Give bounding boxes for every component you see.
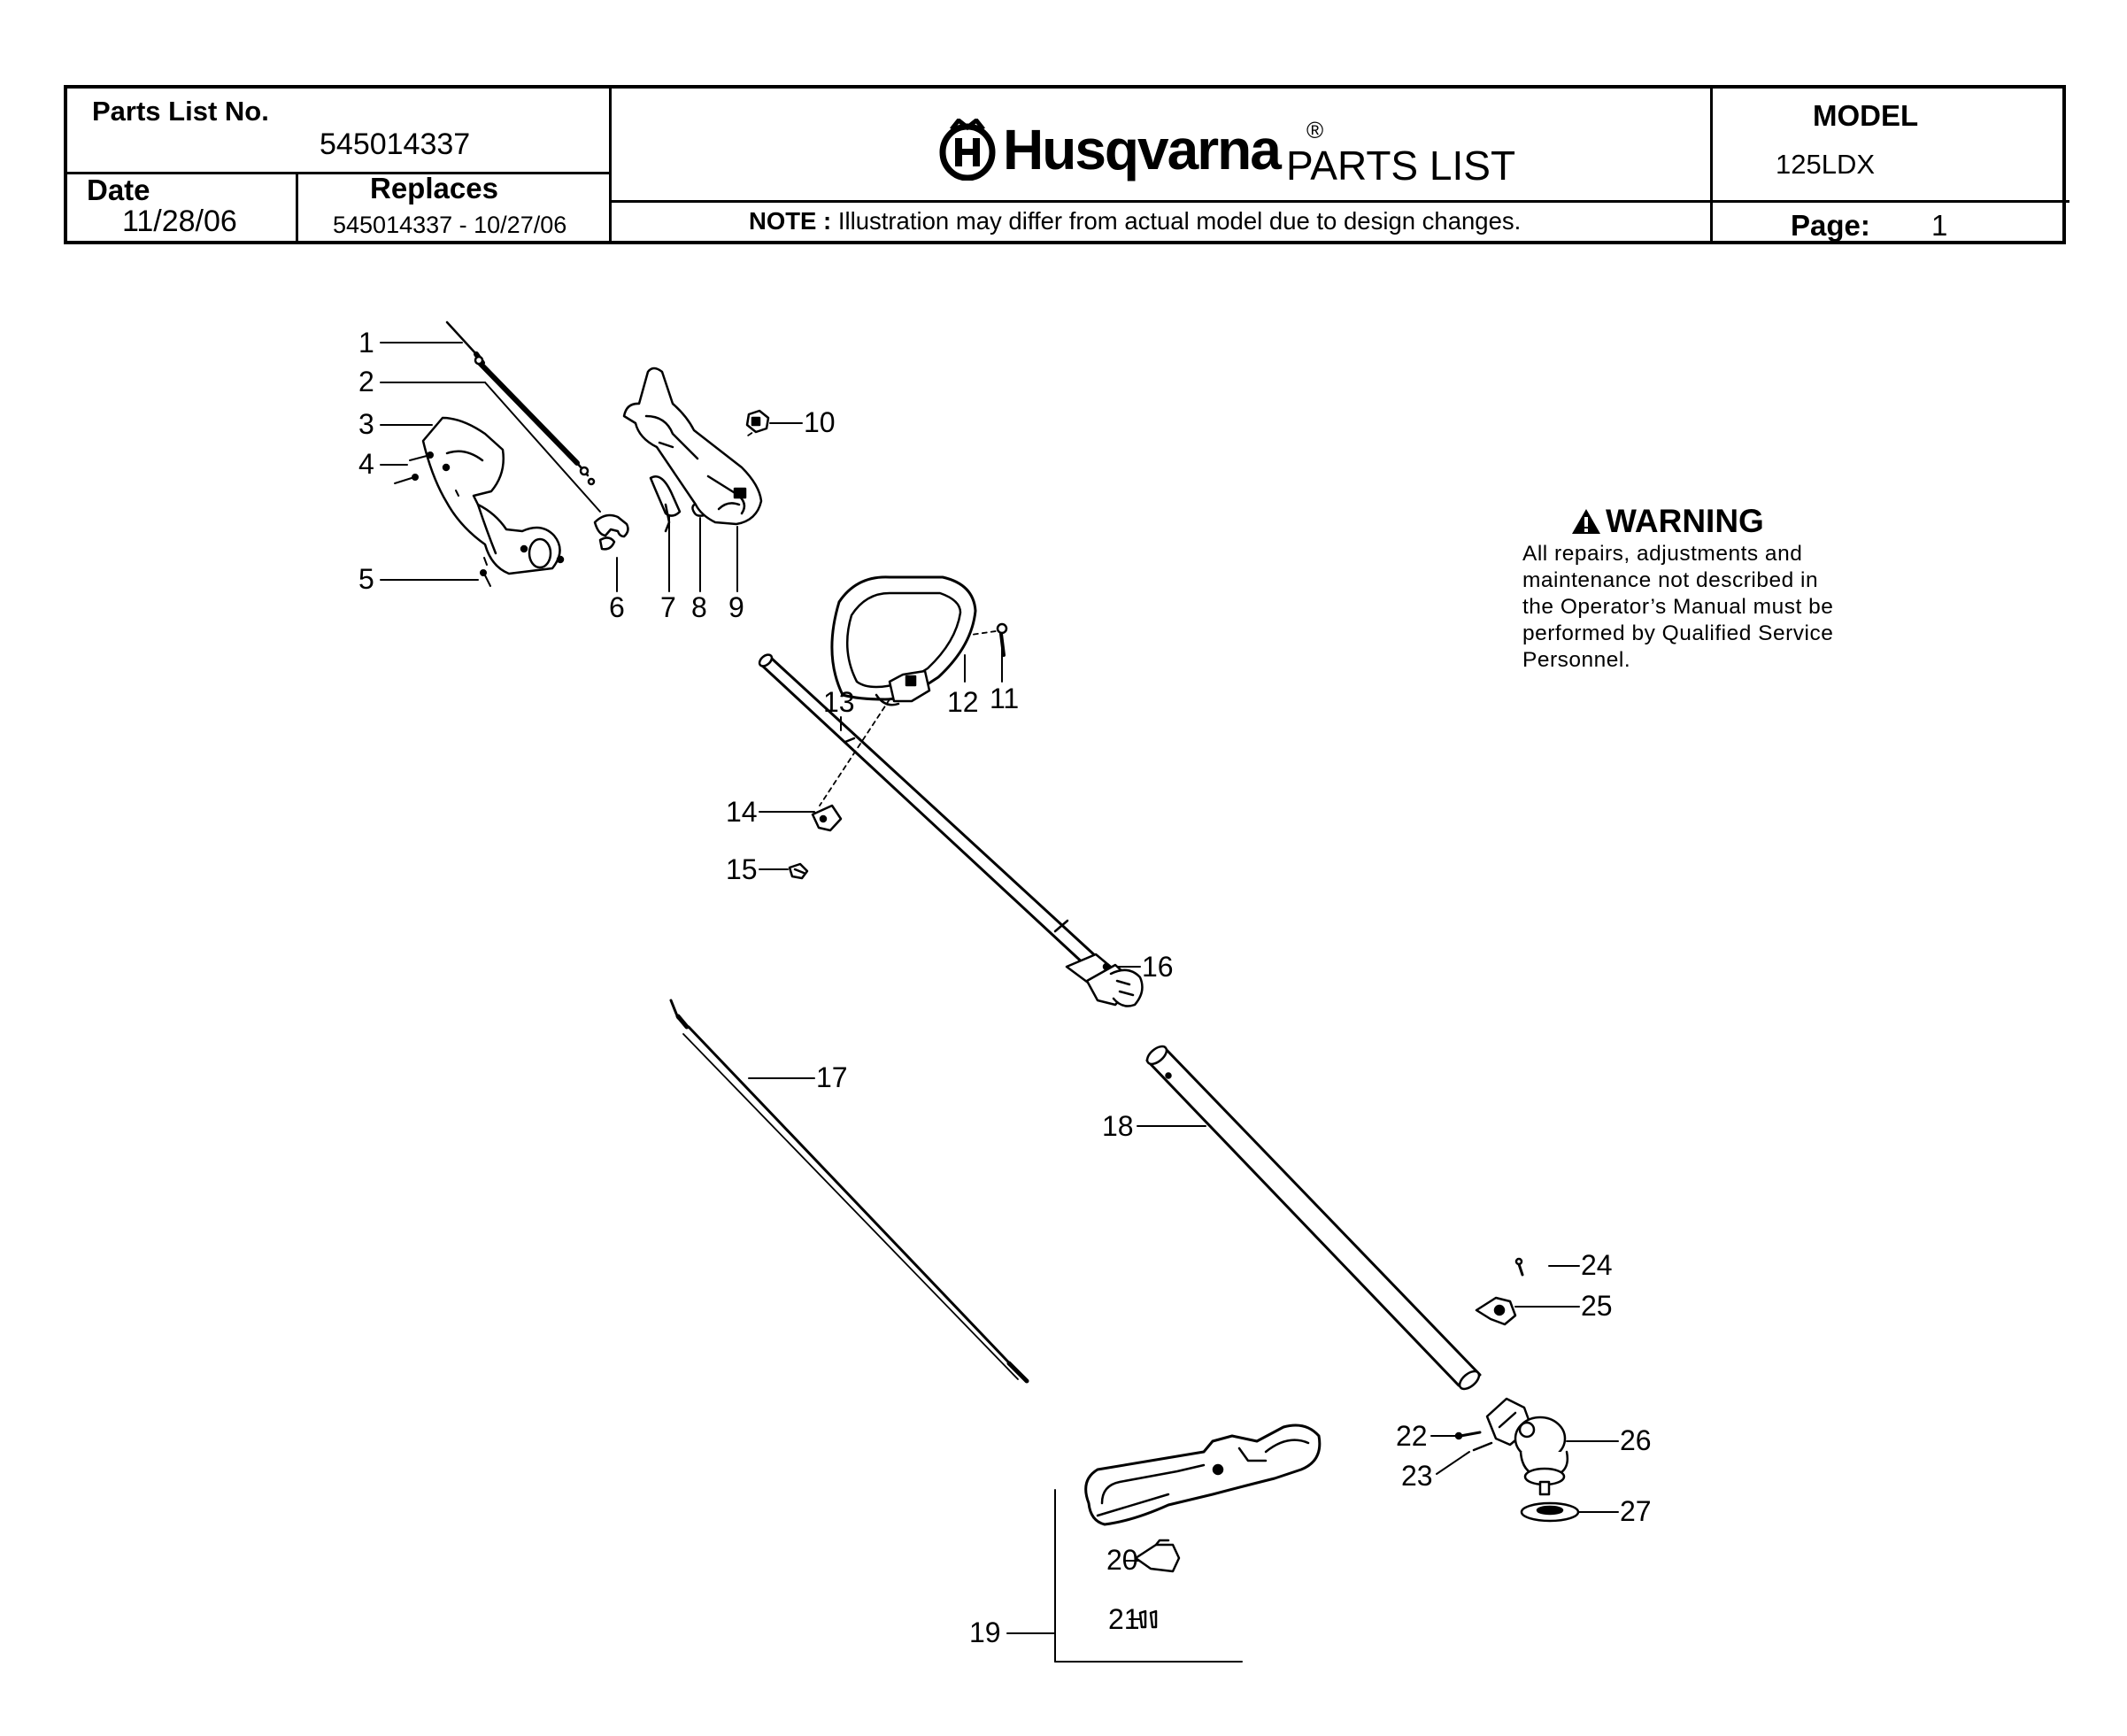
warning-triangle-icon xyxy=(1572,508,1600,534)
screw xyxy=(1138,1609,1158,1629)
callout-4: 4 xyxy=(358,448,374,480)
replaces-value: 545014337 - 10/27/06 xyxy=(333,212,567,238)
warning-title-text: WARNING xyxy=(1606,503,1764,539)
warning-body: All repairs, adjustments and maintenance… xyxy=(1522,542,1834,672)
callout-8: 8 xyxy=(691,591,707,623)
callout-21: 21 xyxy=(1108,1603,1140,1635)
callout-13: 13 xyxy=(823,686,855,718)
divider xyxy=(1710,89,1713,241)
callout-3: 3 xyxy=(358,408,374,440)
brand-name: Husqvarna xyxy=(1003,118,1282,181)
callout-15: 15 xyxy=(726,853,758,885)
screw xyxy=(1454,1431,1493,1452)
callout-24: 24 xyxy=(1581,1249,1613,1281)
bolt xyxy=(996,622,1008,657)
replaces-label: Replaces xyxy=(370,172,498,204)
note-body: Illustration may differ from actual mode… xyxy=(837,207,1522,235)
upper-shaft-tube xyxy=(758,653,1099,968)
lower-shaft-tube xyxy=(1145,1045,1482,1391)
model-label: MODEL xyxy=(1813,99,1919,132)
handle-housing xyxy=(421,416,565,575)
divider xyxy=(296,172,298,241)
note-label: NOTE : xyxy=(749,207,832,235)
parts-list-no-label: Parts List No. xyxy=(92,96,269,127)
drive-shaft xyxy=(669,999,1029,1384)
date-value: 11/28/06 xyxy=(122,204,237,238)
screw xyxy=(480,569,491,587)
clip xyxy=(1475,1296,1517,1326)
husqvarna-logo: Husqvarna xyxy=(939,118,1282,181)
warning-box: WARNING All repairs, adjustments and mai… xyxy=(1522,505,1894,674)
registered-mark: ® xyxy=(1306,117,1324,143)
callout-9: 9 xyxy=(728,591,744,623)
crown-h-icon xyxy=(939,119,996,181)
divider xyxy=(609,89,612,241)
pin xyxy=(1514,1257,1524,1277)
page-label: Page: xyxy=(1791,209,1870,242)
divider xyxy=(609,200,2069,203)
callout-23: 23 xyxy=(1401,1460,1433,1492)
callout-7: 7 xyxy=(660,591,676,623)
model-value: 125LDX xyxy=(1776,149,1876,180)
callout-25: 25 xyxy=(1581,1290,1613,1322)
warning-title: WARNING xyxy=(1570,505,1894,537)
rear-handle xyxy=(622,366,763,526)
callout-20: 20 xyxy=(1106,1544,1138,1576)
nut xyxy=(745,409,770,434)
trimmer-guard xyxy=(1084,1424,1322,1526)
callout-10: 10 xyxy=(804,406,836,438)
callout-19: 19 xyxy=(969,1616,1001,1648)
callout-5: 5 xyxy=(358,563,374,595)
divider xyxy=(67,172,609,174)
header-table: Parts List No. 545014337 Date 11/28/06 R… xyxy=(64,85,2069,244)
shaft-coupling xyxy=(1065,953,1144,1007)
callout-18: 18 xyxy=(1102,1110,1134,1142)
callout-14: 14 xyxy=(726,796,758,828)
date-label: Date xyxy=(87,174,150,206)
callout-16: 16 xyxy=(1142,951,1174,983)
washer xyxy=(1520,1501,1580,1523)
callout-26: 26 xyxy=(1620,1424,1652,1456)
screw xyxy=(394,451,488,566)
gear-head xyxy=(1485,1397,1569,1496)
callout-2: 2 xyxy=(358,366,374,397)
throttle-cable xyxy=(445,320,596,486)
callout-11: 11 xyxy=(990,683,1019,714)
loop-handle xyxy=(830,575,977,706)
leader-lines xyxy=(380,342,1619,1663)
callout-6: 6 xyxy=(609,591,625,623)
callout-27: 27 xyxy=(1620,1495,1652,1527)
callouts: 1 2 3 4 5 6 7 8 9 10 11 12 13 14 15 16 1… xyxy=(358,327,1652,1648)
line-cutter-bracket xyxy=(1134,1539,1181,1573)
note-text: NOTE : Illustration may differ from actu… xyxy=(749,209,1521,234)
callout-12: 12 xyxy=(947,686,979,718)
page-number: 1 xyxy=(1931,209,1948,242)
callout-1: 1 xyxy=(358,327,374,359)
page-title: PARTS LIST xyxy=(1286,143,1516,189)
callout-22: 22 xyxy=(1396,1420,1428,1452)
parts-list-no: 545014337 xyxy=(320,127,471,161)
callout-17: 17 xyxy=(816,1061,848,1093)
throttle-lever xyxy=(593,513,629,551)
clamp xyxy=(811,804,843,832)
screw xyxy=(788,862,809,880)
